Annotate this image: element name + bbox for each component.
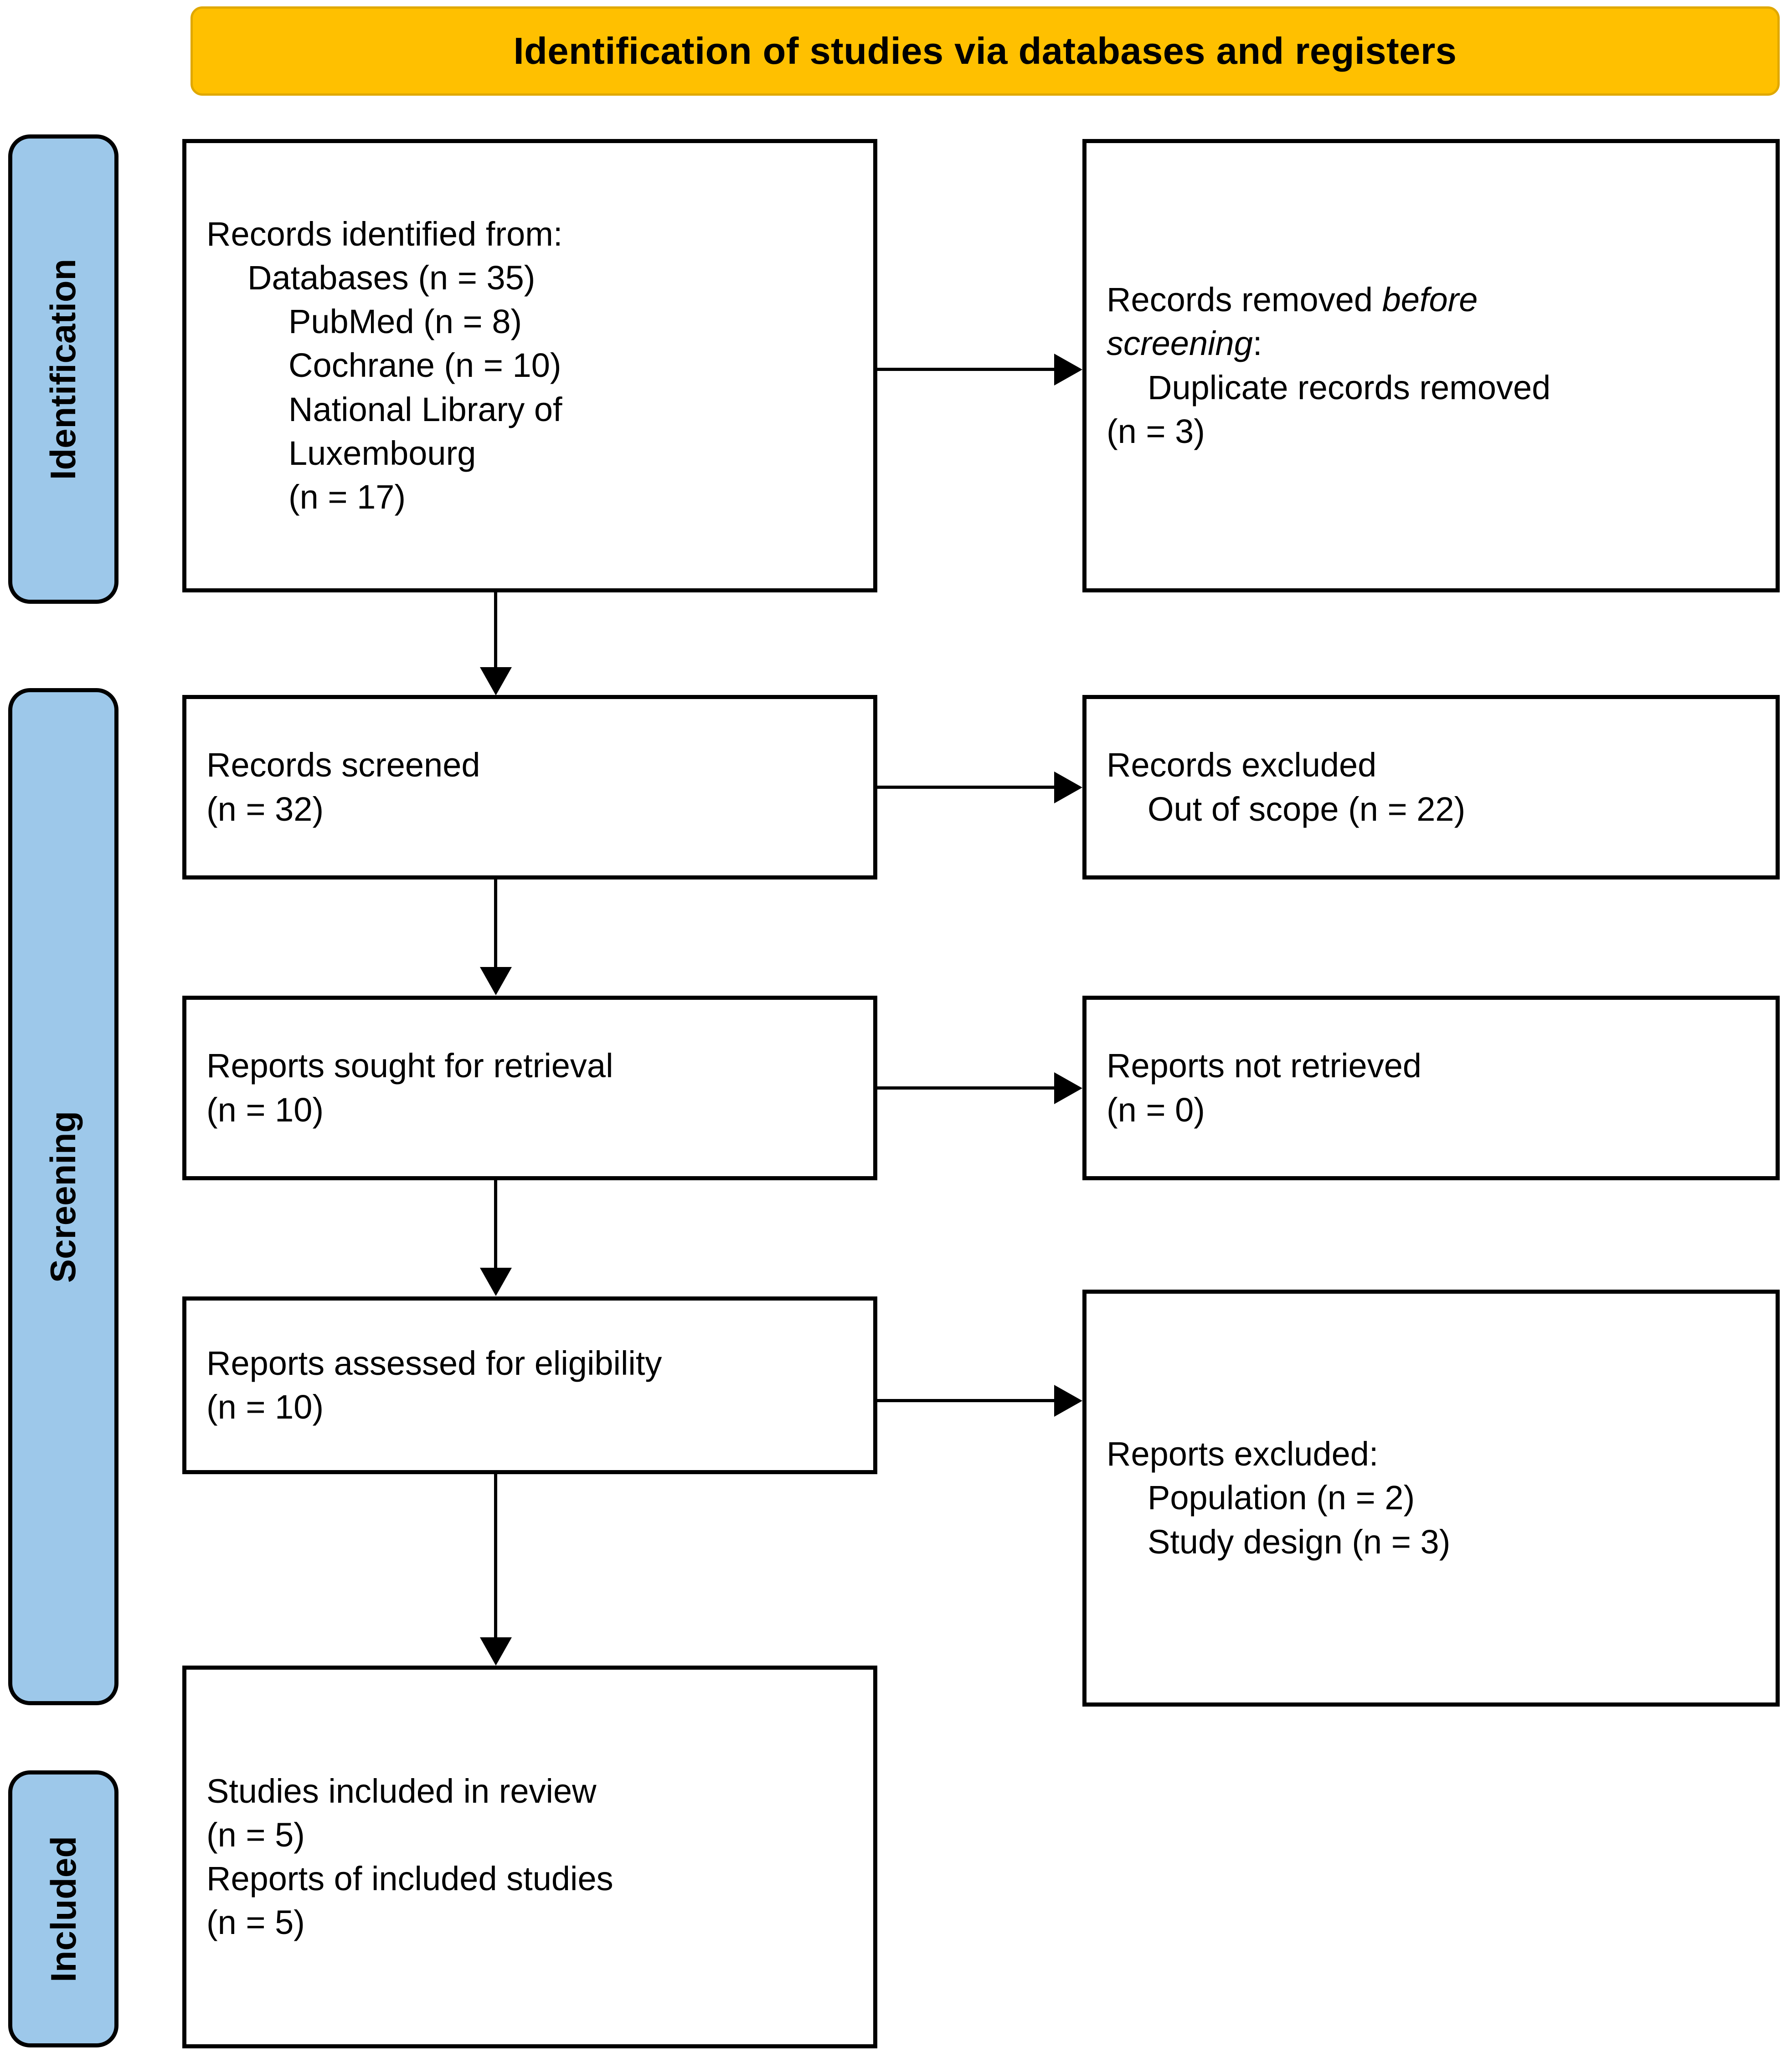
box-reports-excluded: Reports excluded: Population (n = 2) Stu… <box>1082 1290 1780 1707</box>
box-records-removed: Records removed before screening: Duplic… <box>1082 139 1780 592</box>
box-line: Luxembourg <box>288 434 476 472</box>
box-line-text: Records removed <box>1107 281 1382 319</box>
box-studies-included: Studies included in review (n = 5) Repor… <box>182 1666 877 2048</box>
box-records-excluded: Records excluded Out of scope (n = 22) <box>1082 695 1780 879</box>
box-line-emphasis: before <box>1382 281 1478 319</box>
box-line: (n = 10) <box>206 1090 324 1129</box>
stage-bar-included: Included <box>8 1770 118 2047</box>
box-line: Study design (n = 3) <box>1148 1522 1451 1561</box>
header-band: Identification of studies via databases … <box>191 6 1780 96</box>
arrowhead-down-icon <box>480 667 512 695</box>
arrowhead-right-icon <box>1054 1072 1082 1104</box>
arrowhead-right-icon <box>1054 354 1082 386</box>
arrowhead-right-icon <box>1054 1385 1082 1417</box>
box-records-identified: Records identified from: Databases (n = … <box>182 139 877 592</box>
connector-line <box>494 592 497 670</box>
box-line: (n = 17) <box>288 478 406 516</box>
connector-line <box>494 1474 497 1638</box>
box-line: National Library of <box>288 390 562 428</box>
header-title: Identification of studies via databases … <box>513 30 1457 72</box>
box-line: (n = 32) <box>206 790 324 828</box>
arrowhead-down-icon <box>480 1268 512 1296</box>
connector-line <box>494 1180 497 1269</box>
arrowhead-down-icon <box>480 967 512 995</box>
stage-label-screening: Screening <box>43 1111 83 1283</box>
box-records-screened: Records screened (n = 32) <box>182 695 877 879</box>
box-line: (n = 10) <box>206 1388 324 1426</box>
box-line: Population (n = 2) <box>1148 1479 1415 1517</box>
box-line: Records screened <box>206 746 480 784</box>
box-line: (n = 0) <box>1107 1090 1205 1129</box>
box-line: PubMed (n = 8) <box>288 303 522 341</box>
box-line-text: : <box>1252 324 1262 363</box>
stage-label-included: Included <box>43 1836 83 1982</box>
box-line: screening: <box>1107 322 1756 365</box>
box-line: Records identified from: <box>206 215 563 253</box>
box-line: Out of scope (n = 22) <box>1148 790 1466 828</box>
box-line-emphasis: screening <box>1107 324 1253 363</box>
box-line: (n = 5) <box>206 1903 305 1942</box>
box-line: Databases (n = 35) <box>247 259 536 297</box>
stage-label-identification: Identification <box>43 258 83 480</box>
stage-bar-identification: Identification <box>8 134 118 604</box>
box-line: Reports sought for retrieval <box>206 1047 613 1085</box>
connector-line <box>877 1086 1055 1090</box>
box-reports-sought: Reports sought for retrieval (n = 10) <box>182 996 877 1180</box>
box-line: Records excluded <box>1107 746 1377 784</box>
box-line: Reports not retrieved <box>1107 1047 1422 1085</box>
box-line: Duplicate records removed <box>1148 368 1551 406</box>
connector-line <box>877 786 1055 789</box>
box-line: Cochrane (n = 10) <box>288 346 561 385</box>
box-line: (n = 5) <box>206 1815 305 1854</box>
box-reports-not-retrieved: Reports not retrieved (n = 0) <box>1082 996 1780 1180</box>
connector-line <box>877 1399 1055 1402</box>
box-line: Records removed before <box>1107 278 1756 322</box>
box-reports-assessed: Reports assessed for eligibility (n = 10… <box>182 1296 877 1474</box>
arrowhead-down-icon <box>480 1637 512 1666</box>
box-line: Reports assessed for eligibility <box>206 1344 662 1382</box>
box-line: (n = 3) <box>1107 412 1205 450</box>
connector-line <box>877 368 1055 371</box>
connector-line <box>494 879 497 968</box>
box-line: Studies included in review <box>206 1772 597 1810</box>
arrowhead-right-icon <box>1054 771 1082 803</box>
stage-bar-screening: Screening <box>8 688 118 1705</box>
box-line: Reports excluded: <box>1107 1435 1379 1473</box>
box-line: Reports of included studies <box>206 1860 613 1898</box>
